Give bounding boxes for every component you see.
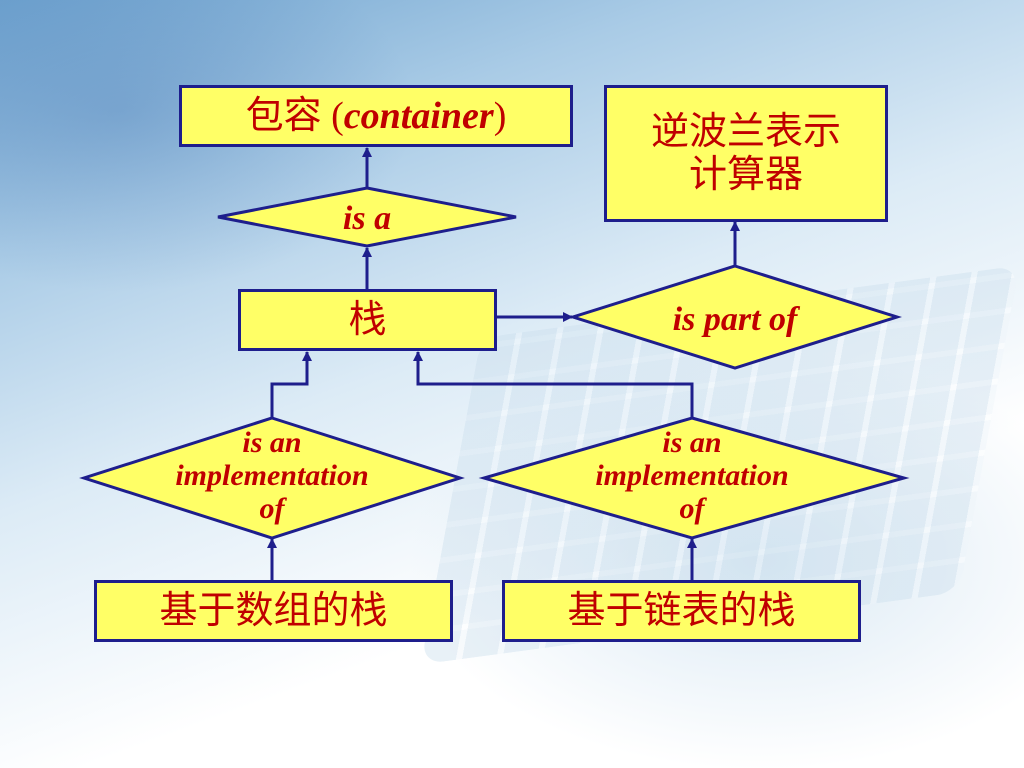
edge-impl-left-to-stack bbox=[270, 351, 312, 418]
node-calculator-line1: 逆波兰表示 bbox=[650, 110, 841, 153]
label-impl-right-line1: is an bbox=[662, 426, 721, 459]
label-impl-right-line3: of bbox=[680, 492, 708, 525]
label-impl-left-line2: implementation bbox=[175, 459, 368, 492]
node-linked-stack: 基于链表的栈 bbox=[502, 580, 861, 642]
label-impl-right-line2: implementation bbox=[595, 459, 788, 492]
node-calculator: 逆波兰表示 计算器 bbox=[604, 85, 888, 222]
diamond-impl-left bbox=[79, 416, 465, 540]
label-is-a: is a bbox=[343, 200, 391, 237]
label-impl-left-line3: of bbox=[260, 492, 288, 525]
node-calculator-line2: 计算器 bbox=[688, 153, 803, 196]
diamond-impl-right bbox=[478, 416, 910, 540]
label-impl-left-line1: is an bbox=[242, 426, 301, 459]
diamond-is-a bbox=[217, 186, 517, 248]
label-is-part-of: is part of bbox=[673, 301, 801, 338]
node-array-stack: 基于数组的栈 bbox=[94, 580, 453, 642]
node-stack-label: 栈 bbox=[348, 298, 387, 341]
edge-impl-right-to-stack bbox=[413, 351, 694, 418]
node-container: 包容 (container) bbox=[179, 85, 573, 147]
node-container-label: 包容 (container) bbox=[245, 94, 507, 137]
node-linked-stack-label: 基于链表的栈 bbox=[567, 589, 796, 632]
diamond-is-part-of bbox=[568, 264, 902, 370]
node-stack: 栈 bbox=[238, 289, 497, 351]
node-array-stack-label: 基于数组的栈 bbox=[159, 589, 388, 632]
